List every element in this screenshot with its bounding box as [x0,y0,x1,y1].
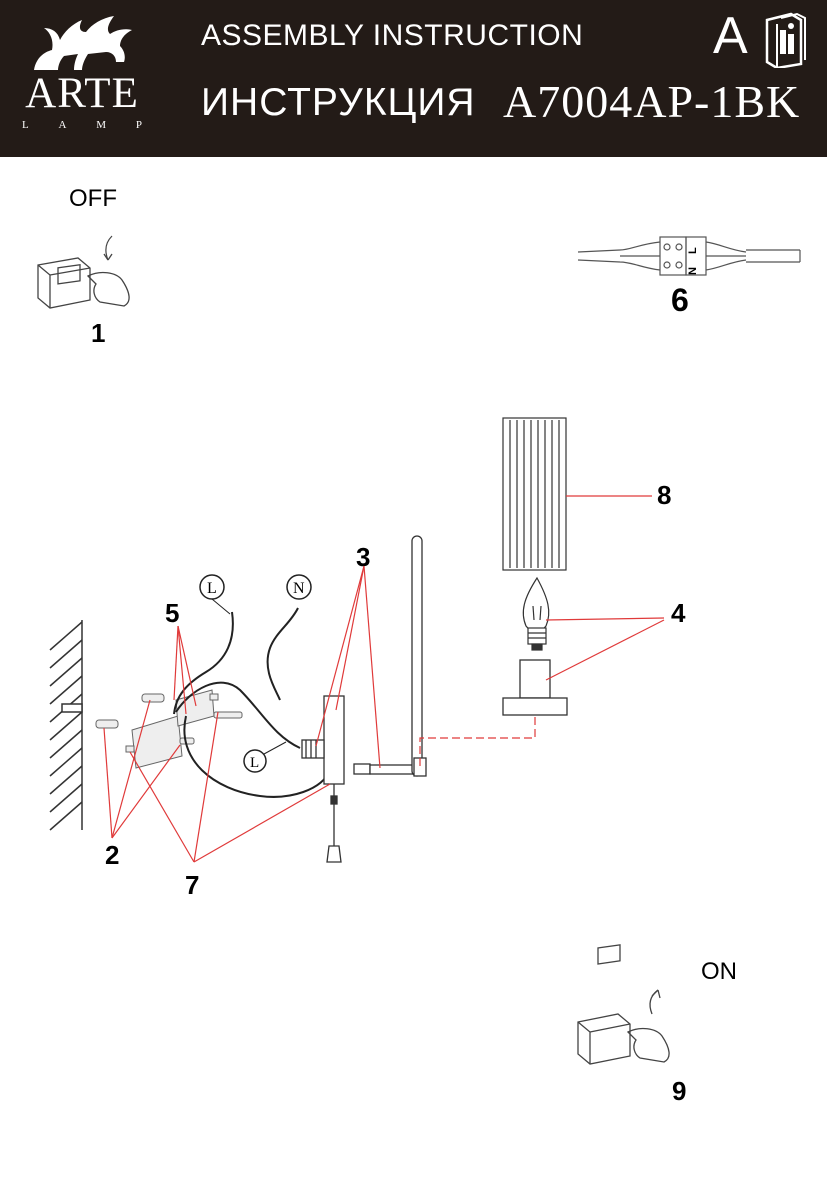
brand-sub-letter: L [22,119,29,131]
wire-label-live: L [207,580,217,597]
title-russian: ИНСТРУКЦИЯ [201,81,476,124]
step-number-3: 3 [356,542,371,572]
step-number-8: 8 [657,480,672,510]
wire-label-lamp-live-circle [243,741,287,773]
step-number-7: 7 [185,870,200,900]
terminal-block-icon [577,236,801,276]
header-banner: ARTE L A M P ASSEMBLY INSTRUCTION ИНСТРУ… [0,0,827,157]
socket-holder [502,659,568,716]
assembly-diagram: L N L N L [37,235,801,1065]
step-number-1: 1 [91,318,106,348]
candle-bulb-icon [522,576,550,651]
wire-label-neutral: N [293,580,305,597]
terminal-label-neutral: N [687,267,699,275]
off-label: OFF [69,185,117,212]
wire-label-neutral-circle [286,574,312,600]
brand-sub-letter: A [58,119,67,131]
wall-hatch [49,620,83,831]
on-label: ON [701,958,737,985]
wire-label-lamp-live: L [250,755,259,771]
section-letter: A [713,7,748,65]
terminal-label-live: L [687,247,699,254]
brand-logo-subtext: L A M P [22,119,142,131]
griffin-logo-icon [34,16,132,70]
leader-lines [103,495,665,863]
brand-logo-text: ARTE [25,70,139,117]
wall-switch-off-icon [37,235,130,309]
step-number-5: 5 [165,598,180,628]
mounting-bracket [95,689,243,769]
brand-sub-letter: P [135,119,142,131]
lamp-arm [353,535,427,777]
fluted-shade [502,417,567,571]
supply-wires [173,607,331,798]
info-manual-icon [765,12,806,68]
brand-sub-letter: M [96,119,107,131]
wall-switch-on-icon [577,944,670,1065]
step-number-9: 9 [672,1076,687,1106]
title-english: ASSEMBLY INSTRUCTION [201,19,584,52]
step-number-4: 4 [671,598,686,628]
step-number-6: 6 [671,282,689,318]
model-number: A7004AP-1BK [503,76,801,127]
step-number-2: 2 [105,840,120,870]
wire-label-live-circle [199,574,231,615]
lamp-back-plate [301,695,345,863]
